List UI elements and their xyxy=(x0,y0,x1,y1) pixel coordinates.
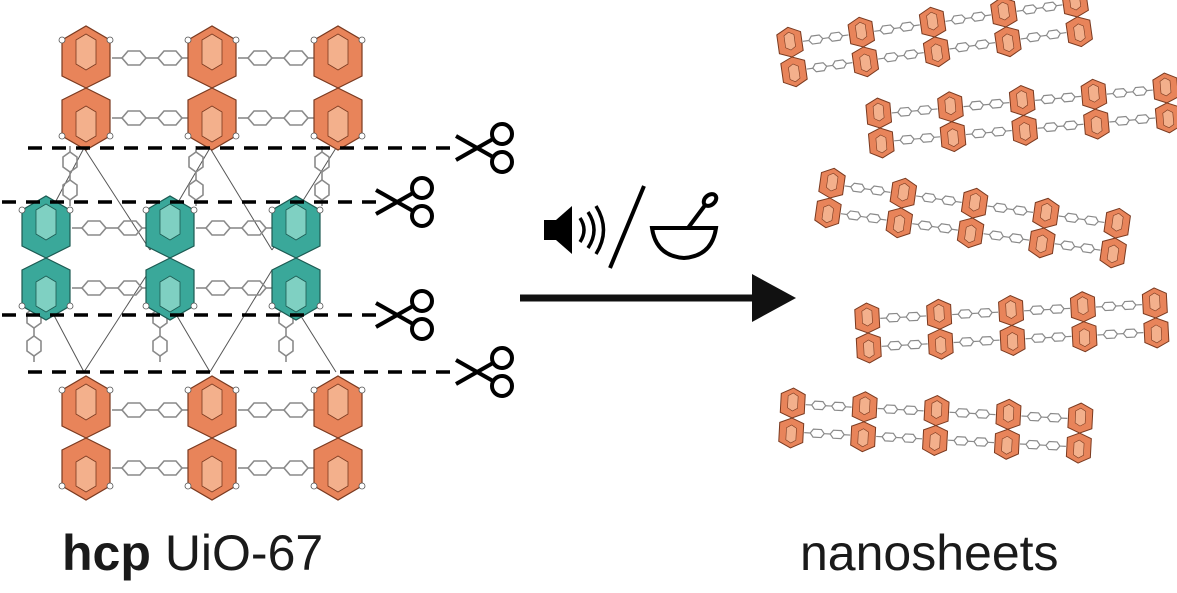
nanosheet-cluster xyxy=(956,186,990,250)
nanosheet xyxy=(775,0,1094,89)
nanosheet-linker xyxy=(944,10,993,26)
nanosheet-linker xyxy=(876,48,925,64)
scissors-icon xyxy=(374,176,434,228)
nanosheet-linker xyxy=(951,307,999,320)
scissors-icon xyxy=(454,346,514,398)
nanosheet xyxy=(777,386,1094,465)
nanosheet-cluster xyxy=(1060,0,1094,49)
nanosheet-linker xyxy=(1023,303,1071,316)
nanosheet-linker xyxy=(880,339,929,351)
right-caption: nanosheets xyxy=(800,525,1059,581)
scissors-icon xyxy=(374,289,434,341)
nanosheet-linker xyxy=(982,229,1031,245)
nanosheet-linker xyxy=(890,104,939,118)
nanosheet-linker xyxy=(952,335,1001,348)
nanosheet-linker xyxy=(1015,0,1064,16)
nanosheet-linker xyxy=(1024,331,1073,344)
nanosheet-linker xyxy=(801,30,850,46)
nanosheet-cluster xyxy=(1151,71,1177,135)
nanosheet-cluster xyxy=(1080,77,1111,141)
nanosheet-linker xyxy=(962,98,1011,112)
separator-slash xyxy=(608,185,646,269)
nanosheets-group xyxy=(775,0,1177,465)
nanosheet-cluster xyxy=(853,301,883,365)
nanosheet-linker xyxy=(839,209,888,225)
nanosheet-cluster xyxy=(918,5,952,69)
nanosheet-cluster xyxy=(989,0,1023,59)
lattice-net-lines xyxy=(29,147,337,373)
nanosheet-cluster xyxy=(921,394,950,457)
nanosheet-linker xyxy=(875,431,923,444)
nanosheet-cluster xyxy=(813,166,847,230)
nanosheet-linker xyxy=(1036,119,1085,133)
nanosheet-linker xyxy=(1034,91,1082,105)
nanosheet-cluster xyxy=(925,298,954,361)
nanosheet-cluster xyxy=(864,96,896,160)
nanosheet-cluster xyxy=(993,398,1022,461)
nanosheet-linker xyxy=(948,407,997,420)
nanosheet-cluster xyxy=(1027,196,1061,260)
left-caption-bold: hcp xyxy=(62,525,151,581)
nanosheet-linker xyxy=(1095,300,1143,312)
process-step xyxy=(520,185,796,322)
nanosheet-linker xyxy=(843,181,892,197)
nanosheet-cluster xyxy=(777,386,807,450)
hcp-uio67-framework xyxy=(2,25,514,501)
nanosheet-cluster xyxy=(1141,286,1170,350)
nanosheet-linker xyxy=(1096,327,1145,340)
nanosheet-linker xyxy=(914,191,963,207)
left-caption: hcp UiO-67 xyxy=(62,524,323,582)
mortar-pestle-icon xyxy=(649,192,719,261)
nanosheet-linker xyxy=(893,132,941,146)
nanosheet-linker xyxy=(1108,113,1157,127)
nanosheet-cluster xyxy=(775,25,809,89)
nanosheet-linker xyxy=(947,435,995,448)
nanosheet-linker xyxy=(1020,411,1069,424)
nanosheet-linker xyxy=(1057,211,1106,227)
nanosheet-linker xyxy=(911,219,959,235)
nanosheet xyxy=(813,166,1132,270)
nanosheet-cluster xyxy=(1008,84,1039,147)
nanosheet xyxy=(853,286,1170,365)
nanosheet-linker xyxy=(873,20,921,36)
nanosheet-linker xyxy=(804,400,853,412)
scissors-icons xyxy=(374,122,514,398)
nanosheet-cluster xyxy=(936,90,967,154)
nanosheet-linker xyxy=(964,125,1013,140)
process-arrow xyxy=(520,274,796,322)
nanosheet-linker xyxy=(805,58,854,74)
nanosheet-linker xyxy=(948,38,997,54)
left-caption-rest: UiO-67 xyxy=(164,525,324,581)
bottom-layer-clusters xyxy=(58,375,366,501)
nanosheet-linker xyxy=(803,428,851,440)
nanosheet-linker xyxy=(876,403,925,416)
nanosheet-linker xyxy=(1053,239,1102,255)
top-layer-clusters xyxy=(58,25,366,151)
nanosheet-linker xyxy=(879,311,927,323)
scissors-icon xyxy=(454,122,514,174)
nanosheet-cluster xyxy=(1098,206,1132,270)
nanosheet-linker xyxy=(1019,439,1067,451)
nanosheet-cluster xyxy=(884,176,918,240)
nanosheet-cluster xyxy=(1069,290,1098,353)
cleavage-dashed-lines xyxy=(2,146,460,374)
nanosheet-cluster xyxy=(846,15,880,79)
speaker-icon xyxy=(544,205,606,255)
nanosheet-cluster xyxy=(1065,401,1094,465)
nanosheet-linker xyxy=(986,201,1035,217)
nanosheet-cluster xyxy=(849,390,878,453)
nanosheet-linker xyxy=(1019,28,1068,44)
middle-layer-clusters xyxy=(18,195,324,321)
nanosheet xyxy=(864,71,1177,160)
nanosheet-cluster xyxy=(997,294,1026,357)
nanosheet-linker xyxy=(1105,85,1154,99)
